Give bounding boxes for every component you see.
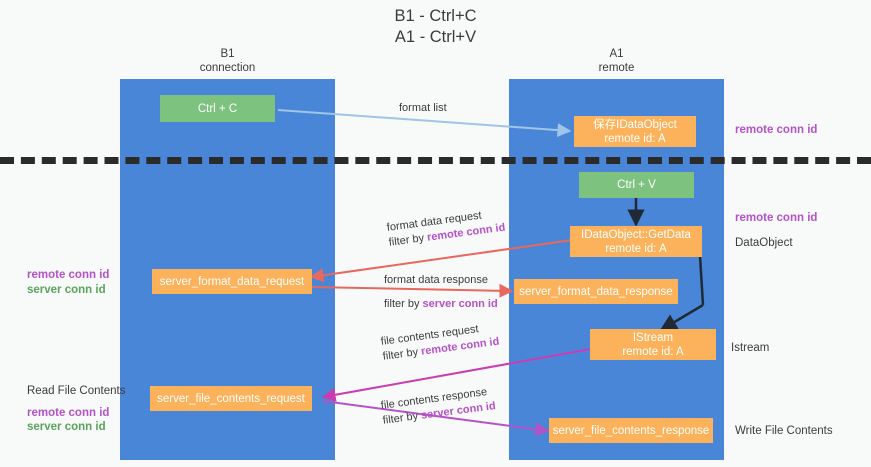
label-left-remote-conn-id-1-text: remote conn id bbox=[27, 269, 110, 281]
annotation-file-contents-response: file contents response filter by server … bbox=[380, 384, 497, 429]
box-server-file-contents-response-label: server_file_contents_response bbox=[552, 424, 710, 437]
box-server-file-contents-request[interactable]: server_file_contents_request bbox=[150, 386, 312, 411]
column-header-b1: B1 connection bbox=[120, 47, 335, 75]
box-istream-line1: IStream bbox=[632, 331, 674, 344]
label-right-remote-conn-id-mid: remote conn id bbox=[735, 211, 817, 226]
box-ctrl-v[interactable]: Ctrl + V bbox=[579, 172, 694, 198]
label-left-remote-conn-id-2-text: remote conn id bbox=[27, 407, 110, 419]
annotation-format-list-text: format list bbox=[399, 102, 447, 114]
box-idataobject-getdata-line2: remote id: A bbox=[605, 242, 667, 255]
box-server-file-contents-request-label: server_file_contents_request bbox=[157, 392, 305, 405]
box-server-file-contents-response[interactable]: server_file_contents_response bbox=[549, 418, 713, 443]
title-line-2: A1 - Ctrl+V bbox=[394, 28, 477, 46]
page-title: B1 - Ctrl+C A1 - Ctrl+V bbox=[0, 6, 871, 48]
label-right-remote-conn-id-top: remote conn id bbox=[735, 123, 817, 138]
box-server-format-data-response-label: server_format_data_response bbox=[519, 285, 673, 298]
annotation-filter-prefix: filter by bbox=[388, 231, 428, 249]
label-left-server-conn-id-1: server conn id bbox=[27, 283, 106, 298]
label-right-dataobject-text: DataObject bbox=[735, 237, 793, 249]
divider-dashed bbox=[0, 157, 871, 164]
annotation-format-data-response-filter: filter by server conn id bbox=[384, 297, 498, 312]
annotation-filter-prefix-3: filter by bbox=[382, 345, 422, 363]
annotation-filter-key-2: server conn id bbox=[422, 298, 498, 310]
annotation-format-data-request: format data request filter by remote con… bbox=[386, 206, 506, 251]
label-left-remote-conn-id-2: remote conn id bbox=[27, 406, 109, 421]
label-right-write-file-contents: Write File Contents bbox=[735, 424, 833, 439]
column-header-a1: A1 remote bbox=[509, 47, 724, 75]
annotation-filter-prefix-2: filter by bbox=[384, 298, 423, 310]
box-istream-line2: remote id: A bbox=[622, 345, 684, 358]
label-right-istream-text: Istream bbox=[731, 342, 770, 354]
label-right-write-file-contents-text: Write File Contents bbox=[735, 425, 833, 437]
box-ctrl-c-label: Ctrl + C bbox=[197, 102, 238, 115]
box-server-format-data-response[interactable]: server_format_data_response bbox=[514, 279, 678, 304]
box-save-idataobject-line2: remote id: A bbox=[604, 132, 666, 145]
column-header-b1-name: B1 bbox=[220, 48, 235, 60]
annotation-format-list: format list bbox=[399, 101, 447, 116]
label-left-read-file-contents: Read File Contents bbox=[27, 384, 125, 399]
annotation-file-contents-request: file contents request filter by remote c… bbox=[380, 320, 500, 365]
annotation-format-data-response: format data response filter by server co… bbox=[384, 273, 498, 312]
annotation-format-data-response-text: format data response bbox=[384, 274, 488, 286]
title-line-1: B1 - Ctrl+C bbox=[394, 7, 477, 25]
annotation-filter-prefix-4: filter by bbox=[382, 409, 422, 427]
box-save-idataobject[interactable]: 保存IDataObject remote id: A bbox=[574, 116, 696, 147]
box-ctrl-c[interactable]: Ctrl + C bbox=[160, 95, 275, 122]
box-idataobject-getdata-line1: IDataObject::GetData bbox=[581, 228, 691, 241]
column-header-a1-sub: remote bbox=[598, 62, 635, 74]
label-left-read-file-contents-text: Read File Contents bbox=[27, 385, 126, 397]
box-server-format-data-request-label: server_format_data_request bbox=[159, 275, 305, 288]
box-server-format-data-request[interactable]: server_format_data_request bbox=[152, 269, 312, 294]
label-right-dataobject: DataObject bbox=[735, 236, 793, 251]
box-ctrl-v-label: Ctrl + V bbox=[617, 179, 656, 191]
label-left-remote-conn-id-1: remote conn id bbox=[27, 268, 109, 283]
label-left-server-conn-id-1-text: server conn id bbox=[27, 284, 106, 296]
label-right-remote-conn-id-top-text: remote conn id bbox=[735, 124, 818, 136]
column-header-a1-name: A1 bbox=[609, 48, 624, 60]
label-left-server-conn-id-2-text: server conn id bbox=[27, 421, 106, 433]
box-istream[interactable]: IStream remote id: A bbox=[590, 329, 716, 360]
label-right-istream: Istream bbox=[731, 341, 769, 356]
box-save-idataobject-line1: 保存IDataObject bbox=[593, 118, 677, 131]
column-header-b1-sub: connection bbox=[199, 62, 256, 74]
label-right-remote-conn-id-mid-text: remote conn id bbox=[735, 212, 818, 224]
label-left-server-conn-id-2: server conn id bbox=[27, 420, 106, 435]
box-idataobject-getdata[interactable]: IDataObject::GetData remote id: A bbox=[570, 226, 702, 257]
